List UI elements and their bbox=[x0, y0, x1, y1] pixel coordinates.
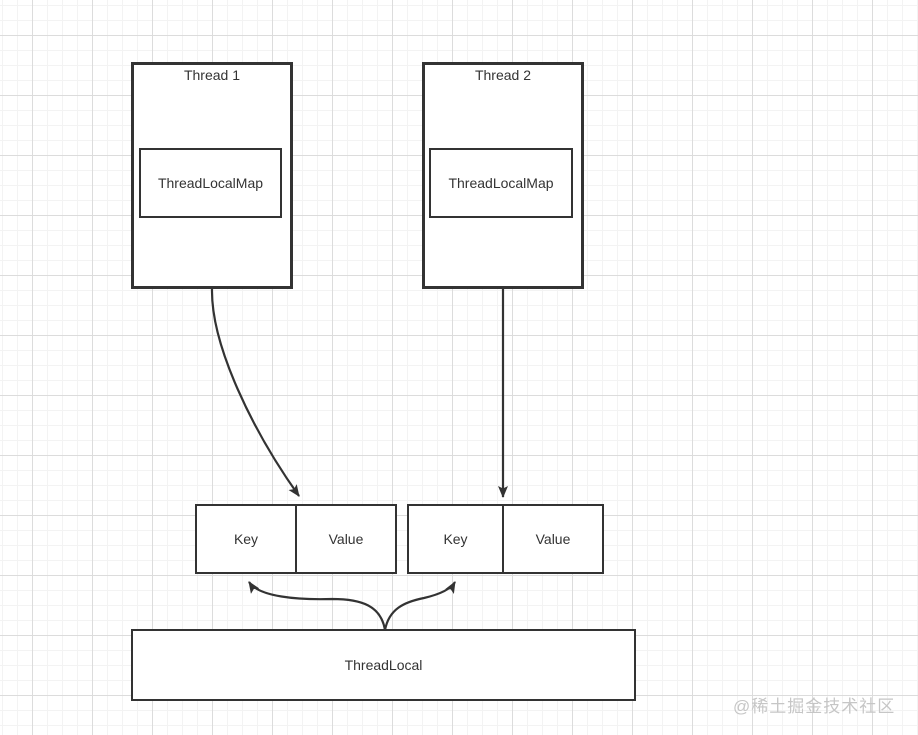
value-1-cell: Value bbox=[297, 506, 395, 572]
arrow-threadlocal-to-key2 bbox=[383, 581, 456, 631]
key-value-pair-2: Key Value bbox=[407, 504, 604, 574]
watermark: @稀土掘金技术社区 bbox=[733, 697, 896, 716]
key-2-cell: Key bbox=[409, 506, 504, 572]
value-1-label: Value bbox=[328, 531, 364, 547]
key-1-label: Key bbox=[233, 531, 259, 547]
threadlocalmap-2-box: ThreadLocalMap bbox=[429, 148, 573, 218]
thread-1-title: Thread 1 bbox=[183, 67, 241, 83]
threadlocalmap-2-label: ThreadLocalMap bbox=[448, 175, 554, 191]
key-2-label: Key bbox=[443, 531, 468, 547]
value-2-cell: Value bbox=[504, 506, 602, 572]
key-value-pair-1: Key Value bbox=[195, 504, 397, 574]
key-1-cell: Key bbox=[197, 506, 297, 572]
thread-2-title: Thread 2 bbox=[474, 67, 532, 83]
threadlocal-label: ThreadLocal bbox=[344, 657, 423, 673]
value-2-label: Value bbox=[535, 531, 571, 547]
threadlocalmap-1-label: ThreadLocalMap bbox=[157, 175, 264, 191]
arrow-threadlocal-to-key1 bbox=[248, 581, 387, 631]
thread-2-box: Thread 2 ThreadLocalMap bbox=[422, 62, 584, 289]
threadlocalmap-1-box: ThreadLocalMap bbox=[139, 148, 282, 218]
threadlocal-box: ThreadLocal bbox=[131, 629, 636, 701]
arrow-thread1-to-entry1 bbox=[210, 288, 300, 497]
thread-1-box: Thread 1 ThreadLocalMap bbox=[131, 62, 293, 289]
